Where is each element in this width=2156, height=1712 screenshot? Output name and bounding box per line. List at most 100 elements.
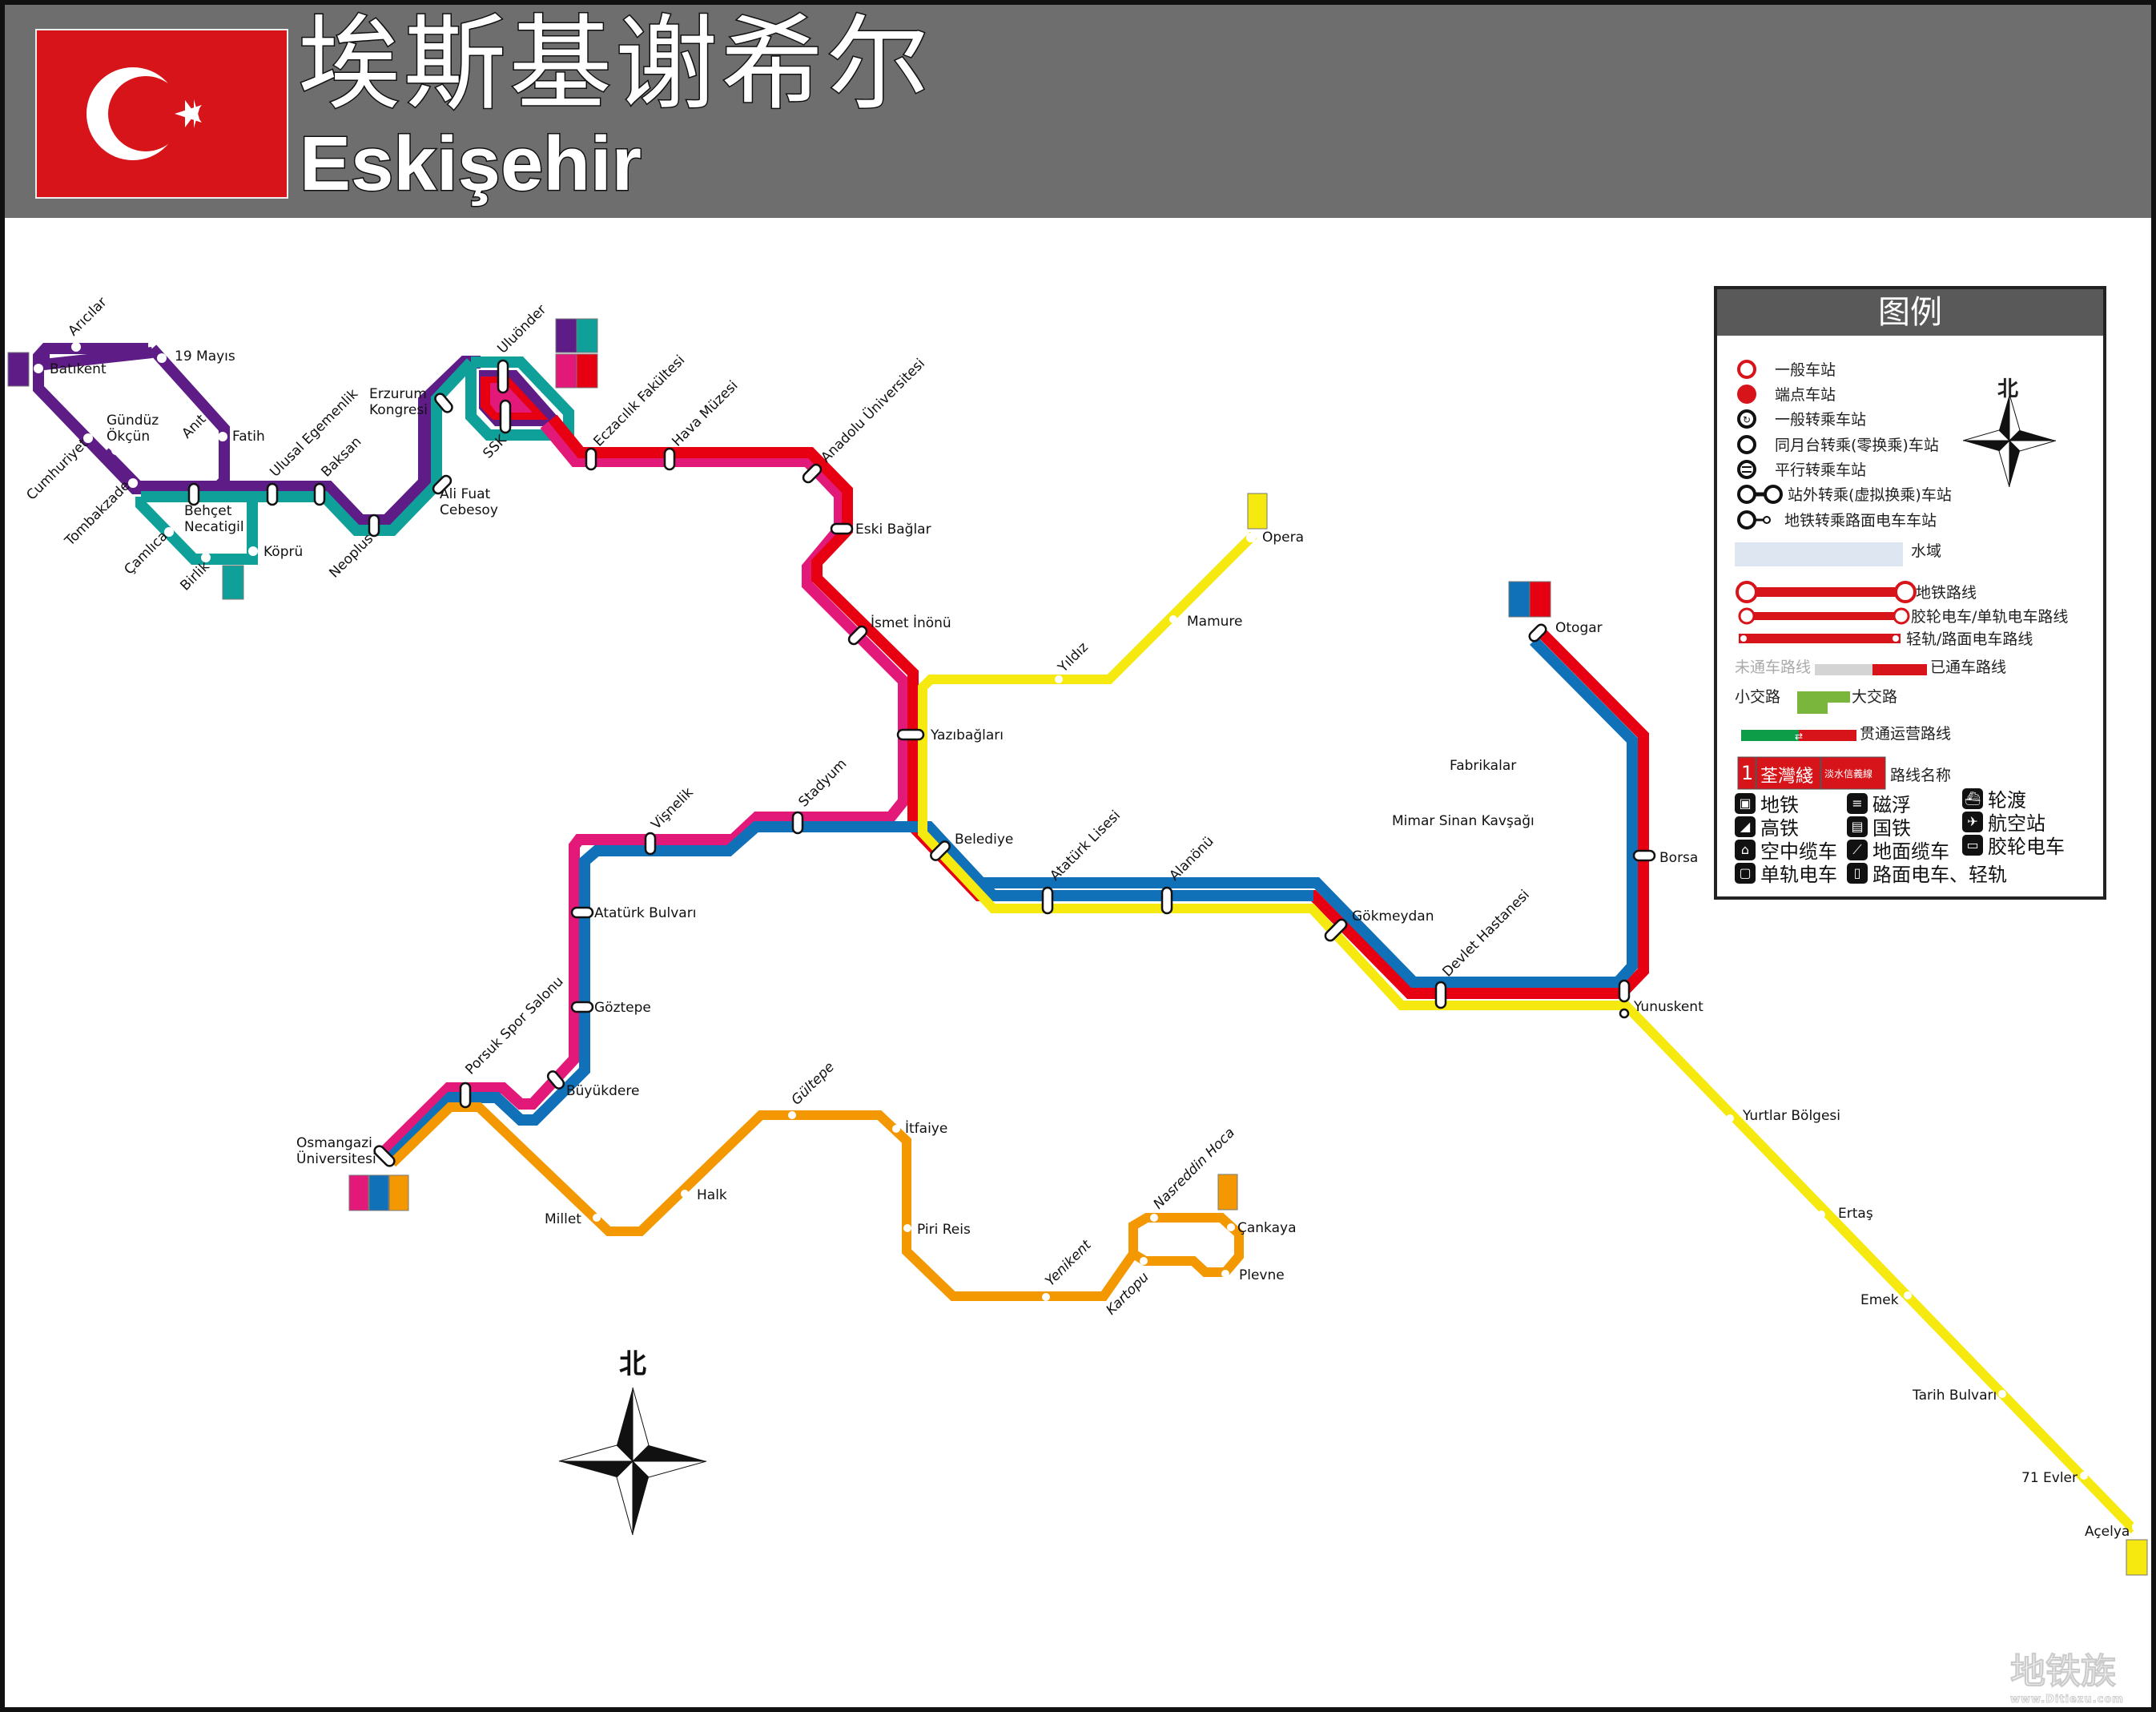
station-label: Otogar <box>1555 620 1603 636</box>
station-label: Hava Müzesi <box>669 377 741 449</box>
station-label: Atatürk Lisesi <box>1047 808 1124 884</box>
mode-label: 国铁 <box>1872 817 1911 840</box>
legend-mode-highspeed: ◢高铁 <box>1735 812 1799 840</box>
legend-line-number: 1 <box>1741 762 1754 784</box>
station-label: Plevne <box>1239 1267 1285 1283</box>
mode-label: 磁浮 <box>1872 794 1911 816</box>
legend-transfer-station: 一般转乘车站 <box>1775 411 1867 429</box>
station-label: Opera <box>1262 530 1304 546</box>
tab-teal-kopru <box>222 565 244 600</box>
line-name-sample-icon <box>1737 756 1886 790</box>
legend-mode-airport: ✈航空站 <box>1962 808 2045 836</box>
legend-line-name-caption: 路线名称 <box>1890 767 1952 784</box>
legend-panel: 图例 ↻ ⇄ 一般车站 端点车站 一般转乘车站 同月台转乘(零换乘)车站 平行转… <box>1714 286 2106 900</box>
city-title-english: Eskişehir <box>299 120 643 208</box>
mode-label: 轮渡 <box>1988 789 2026 812</box>
station-label: Fatih <box>232 429 265 445</box>
station-label: Piri Reis <box>917 1222 971 1238</box>
legend-rubber-monorail-line: 胶轮电车/单轨电车路线 <box>1911 608 2069 626</box>
station-label: Köprü <box>263 544 303 560</box>
tram-icon: ▯ <box>1847 862 1868 884</box>
station-label: Porsuk Spor Salonu <box>462 973 566 1078</box>
legend-compass-icon <box>1962 393 2057 488</box>
ssk-uluonder-knot <box>479 370 559 426</box>
line-magenta <box>376 421 909 1159</box>
legend-long-route: 大交路 <box>1852 688 1898 706</box>
line-yellow <box>918 531 2138 1534</box>
ferry-icon: ⛴ <box>1962 788 1983 809</box>
station-label: Vişnelik <box>648 784 696 832</box>
station-label: Göztepe <box>594 1000 651 1016</box>
mode-label: 高铁 <box>1760 817 1799 840</box>
legend-mode-funicular: ⟋地面缆车 <box>1847 836 1949 864</box>
station-label: Büyükdere <box>566 1083 639 1099</box>
turkey-flag <box>35 29 288 199</box>
tab-magenta-uluonder <box>555 353 577 389</box>
station-label: Kongresi <box>369 402 428 418</box>
tab-orange-cankaya <box>1217 1174 1238 1210</box>
transfer-station-icon: ↻ <box>1737 409 1756 429</box>
water-swatch <box>1735 542 1903 566</box>
monorail-icon: ▢ <box>1735 862 1756 884</box>
line-purple <box>33 343 481 527</box>
legend-mode-national-rail: ▤国铁 <box>1847 812 1911 840</box>
compass-rose: 北 <box>558 1348 707 1536</box>
station-markers <box>34 342 2142 1532</box>
general-station-icon <box>1737 360 1756 379</box>
station-label: Emek <box>1860 1292 1899 1308</box>
station-label: Arıcılar <box>65 294 110 339</box>
station-label: Mamure <box>1187 614 1243 630</box>
station-label: Batıkent <box>50 361 107 377</box>
station-label: Eski Bağlar <box>855 522 931 538</box>
legend-mode-monorail: ▢单轨电车 <box>1735 859 1837 887</box>
line-red <box>548 414 1649 999</box>
station-label: Açelya <box>2085 1524 2130 1540</box>
station-label: Mimar Sinan Kavşağı <box>1392 813 1535 829</box>
station-label: Stadyum <box>795 756 850 811</box>
terminal-tabs <box>7 318 2148 1576</box>
unopened-line-swatch <box>1815 664 1872 675</box>
mode-label: 路面电车、轻轨 <box>1872 864 2007 886</box>
line-orange <box>388 1102 1244 1301</box>
station-label: Tombakzade <box>62 477 134 550</box>
airport-icon: ✈ <box>1962 811 1983 832</box>
station-label: Uluönder <box>494 302 549 357</box>
station-label: Ulusal Egemenlik <box>267 386 361 481</box>
aerial-cable-car-icon: ⌂ <box>1735 839 1756 860</box>
station-label: Behçet <box>184 503 232 519</box>
station-label: Devlet Hastanesi <box>1439 887 1533 981</box>
metro-tram-transfer-icon <box>1737 510 1771 530</box>
legend-mode-rubber-tram: ▭胶轮电车 <box>1962 831 2065 859</box>
tab-yellow-acelya <box>2126 1539 2148 1576</box>
mode-label: 空中缆车 <box>1760 840 1837 863</box>
legend-symbols: ↻ ⇄ <box>1735 360 1927 790</box>
station-label: Üniversitesi <box>296 1150 376 1167</box>
station-label: İsmet İnönü <box>871 614 951 631</box>
compass-star-icon <box>558 1387 707 1536</box>
station-label: Cumhuriyet <box>23 436 91 504</box>
watermark-url: www.Ditiezu.com <box>2010 1694 2124 1706</box>
light-rail-line-icon <box>1739 634 1901 643</box>
mode-label: 地面缆车 <box>1872 840 1949 863</box>
legend-line-name: 荃灣綫 <box>1760 767 1814 787</box>
legend-mode-ferry: ⛴轮渡 <box>1962 784 2026 812</box>
tab-red-otogar <box>1529 581 1551 618</box>
station-label: Ertaş <box>1838 1206 1873 1222</box>
station-label: Cebesoy <box>440 502 498 518</box>
legend-mode-aerial-cable: ⌂空中缆车 <box>1735 836 1837 864</box>
station-label: Ali Fuat <box>440 486 491 502</box>
tab-blue-osmangazi <box>368 1174 389 1211</box>
compass-north-label: 北 <box>619 1348 646 1380</box>
legend-terminal-station: 端点车站 <box>1775 386 1836 404</box>
legend-mode-metro: ▣地铁 <box>1735 789 1799 817</box>
station-label: Gökmeydan <box>1352 908 1434 924</box>
funicular-icon: ⟋ <box>1847 839 1868 860</box>
mode-label: 单轨电车 <box>1760 864 1837 886</box>
station-label: İtfaiye <box>905 1120 947 1137</box>
station-label: Yazıbağları <box>930 727 1004 743</box>
station-label: Atatürk Bulvarı <box>594 905 696 921</box>
mode-label: 地铁 <box>1760 794 1799 816</box>
watermark-cn: 地铁族 <box>2010 1651 2117 1693</box>
line-blue <box>384 637 1638 1164</box>
